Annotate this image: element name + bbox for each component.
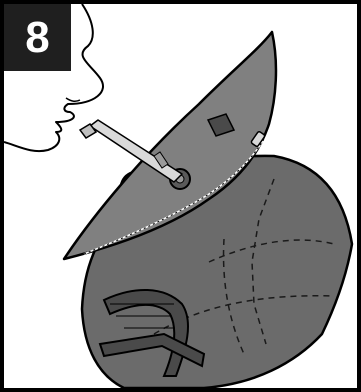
step-badge: 8: [4, 4, 71, 71]
step-number: 8: [25, 16, 49, 60]
nostril-line: [66, 98, 80, 101]
